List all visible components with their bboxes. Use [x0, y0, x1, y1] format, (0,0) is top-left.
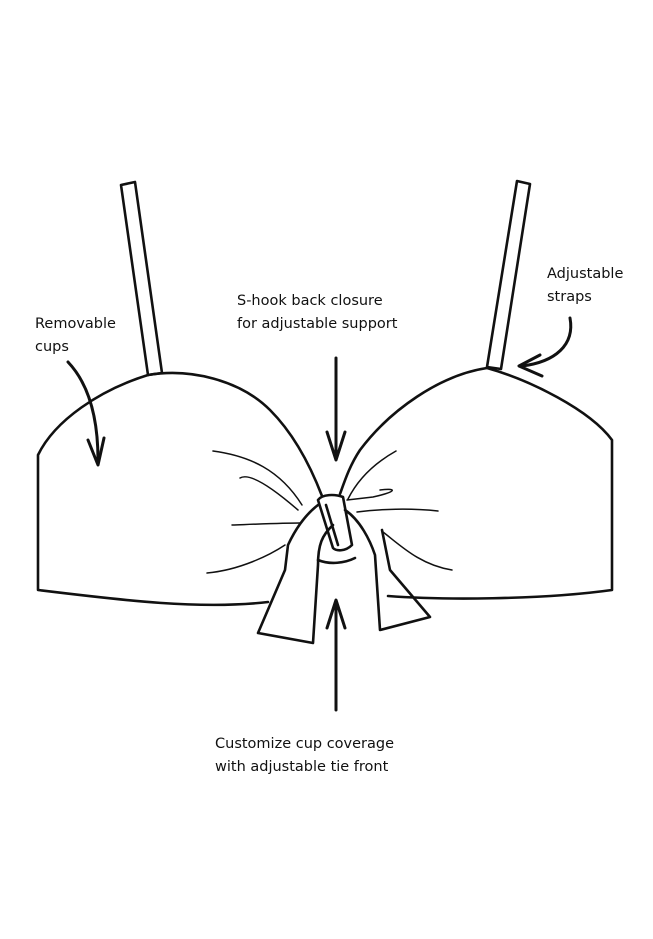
adjustable-straps-label: Adjustable straps: [547, 263, 623, 309]
removable-cups-arrow: [66, 360, 106, 467]
label-line: for adjustable support: [237, 316, 398, 332]
removable-cups-label: Removable cups: [35, 313, 116, 359]
label-line: Customize cup coverage: [215, 736, 395, 752]
label-line: S-hook back closure: [237, 293, 383, 309]
shook-closure-label: S-hook back closure for adjustable suppo…: [237, 290, 397, 336]
shook-closure-arrow: [325, 356, 347, 462]
left-cup: [36, 371, 324, 607]
label-line: cups: [35, 339, 69, 355]
right-strap: [485, 179, 532, 371]
label-line: straps: [547, 289, 592, 305]
right-cup: [338, 366, 614, 600]
gather-lines: [206, 450, 453, 574]
tie-knot: [256, 493, 432, 645]
tie-front-label: Customize cup coverage with adjustable t…: [215, 733, 394, 779]
label-line: Adjustable: [547, 266, 624, 282]
label-line: with adjustable tie front: [215, 759, 389, 775]
straps-arrow: [517, 316, 573, 378]
tie-front-arrow: [325, 598, 347, 712]
label-line: Removable: [35, 316, 116, 332]
left-strap: [119, 180, 164, 377]
